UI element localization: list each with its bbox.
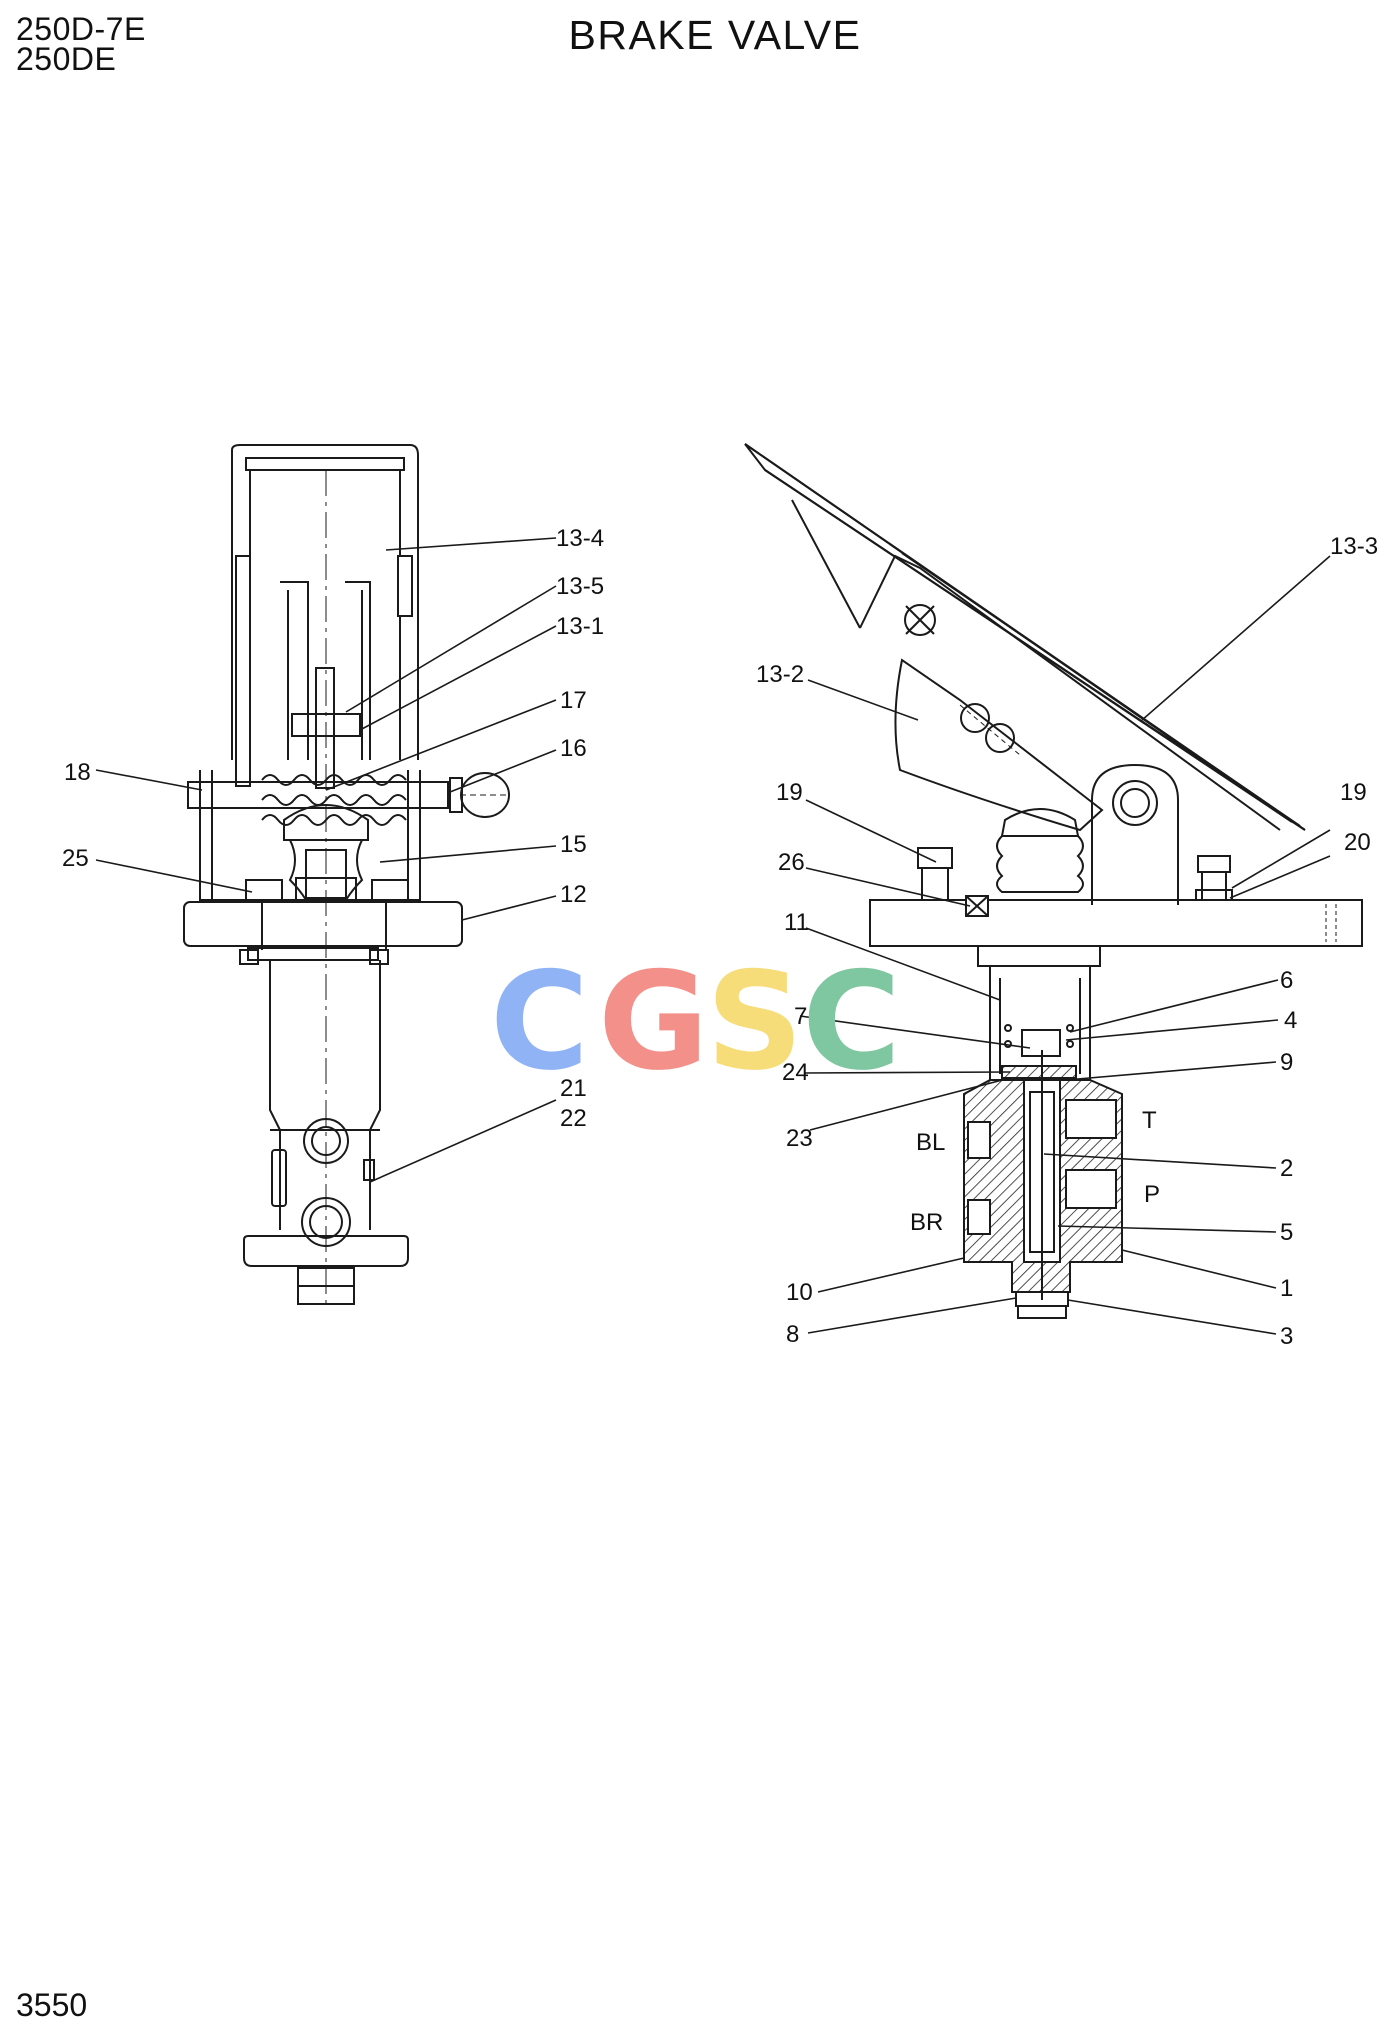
callout-9: 9 [1280, 1049, 1293, 1076]
callout-24: 24 [782, 1059, 809, 1086]
callout-13-2: 13-2 [756, 661, 804, 688]
port-label-p: P [1144, 1181, 1160, 1208]
callout-13-1: 13-1 [556, 613, 604, 640]
callout-7: 7 [794, 1003, 807, 1030]
callout-19-left: 19 [776, 779, 803, 806]
callout-19-right: 19 [1340, 779, 1367, 806]
port-label-br: BR [910, 1209, 943, 1236]
callout-13-5: 13-5 [556, 573, 604, 600]
callout-16: 16 [560, 735, 587, 762]
callout-21: 21 [560, 1075, 587, 1102]
port-label-bl: BL [916, 1129, 945, 1156]
callout-2: 2 [1280, 1155, 1293, 1182]
page-title: BRAKE VALVE [568, 12, 862, 58]
left-view-leaders [95, 537, 557, 1183]
callout-10: 10 [786, 1279, 813, 1306]
watermark-letter-c1: C [490, 943, 589, 1100]
model-number-2: 250DE [16, 41, 117, 77]
left-view-assembly [183, 444, 510, 1310]
callout-23: 23 [786, 1125, 813, 1152]
callout-17: 17 [560, 687, 587, 714]
callout-20: 20 [1344, 829, 1371, 856]
callout-25: 25 [62, 845, 89, 872]
callout-3: 3 [1280, 1323, 1293, 1350]
callout-12: 12 [560, 881, 587, 908]
left-view-labels: 13-4 13-5 13-1 17 16 18 15 25 12 21 22 [62, 525, 604, 1132]
callout-22: 22 [560, 1105, 587, 1132]
port-label-t: T [1142, 1107, 1157, 1134]
cgsc-watermark-logo: C G S C [490, 943, 901, 1100]
right-view-assembly [744, 443, 1363, 1319]
callout-18: 18 [64, 759, 91, 786]
right-view-labels: 13-3 13-2 19 19 20 26 11 6 4 7 9 24 23 T… [756, 533, 1378, 1350]
callout-15: 15 [560, 831, 587, 858]
callout-8: 8 [786, 1321, 799, 1348]
callout-1: 1 [1280, 1275, 1293, 1302]
callout-4: 4 [1284, 1007, 1297, 1034]
watermark-letter-c2: C [802, 943, 901, 1100]
callout-13-3: 13-3 [1330, 533, 1378, 560]
callout-5: 5 [1280, 1219, 1293, 1246]
callout-11: 11 [784, 909, 809, 936]
page-number: 3550 [16, 1987, 88, 2023]
callout-6: 6 [1280, 967, 1293, 994]
watermark-letter-g: G [598, 943, 709, 1100]
pedal-body-outline [231, 444, 419, 760]
watermark-letter-s: S [706, 943, 803, 1100]
callout-26: 26 [778, 849, 805, 876]
model-number-1: 250D-7E [16, 11, 146, 47]
right-view-leaders [799, 555, 1331, 1335]
callout-13-4: 13-4 [556, 525, 604, 552]
